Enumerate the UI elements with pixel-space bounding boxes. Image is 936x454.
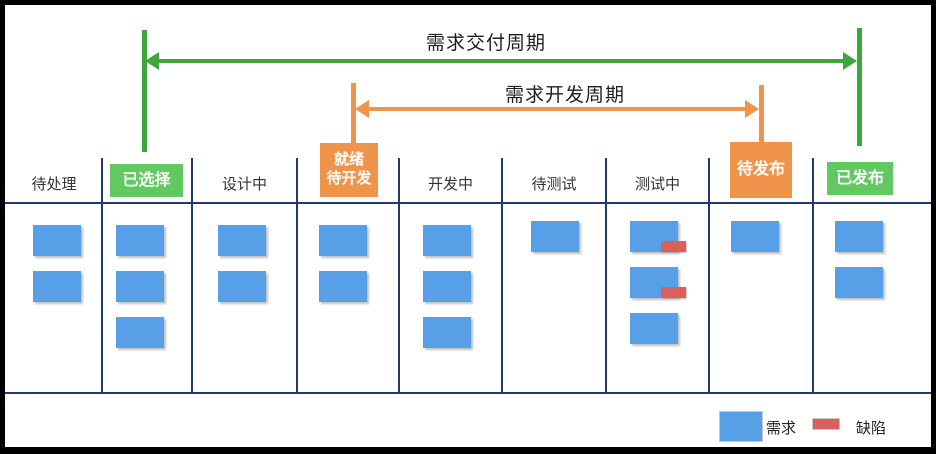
delivery-cycle-start-bar <box>142 30 147 152</box>
requirement-card <box>835 221 883 252</box>
requirement-card <box>33 225 81 256</box>
requirement-card <box>116 225 164 256</box>
requirement-card <box>630 221 686 252</box>
requirement-card <box>731 221 779 252</box>
requirement-card <box>116 317 164 348</box>
column-header-testing: 测试中 <box>634 176 680 193</box>
column-divider <box>191 158 193 394</box>
column-divider <box>605 158 607 394</box>
requirement-card <box>319 271 367 302</box>
column-cards-released <box>835 221 883 298</box>
column-cards-ready-for-dev <box>319 225 367 302</box>
column-divider <box>501 158 503 394</box>
column-cards-await-release <box>731 221 779 252</box>
dev-cycle-end-bar <box>759 85 764 142</box>
requirement-card <box>630 313 678 344</box>
arrow-right-icon <box>843 52 857 70</box>
header-underline <box>4 202 932 204</box>
requirement-card <box>116 271 164 302</box>
legend-defect-swatch <box>812 418 840 430</box>
requirement-card <box>423 317 471 348</box>
column-cards-designing <box>218 225 266 302</box>
requirement-card <box>423 271 471 302</box>
requirement-card <box>423 225 471 256</box>
column-cards-testing <box>630 221 686 344</box>
column-divider <box>296 158 298 394</box>
column-header-await-test: 待测试 <box>531 176 577 193</box>
arrow-left-icon <box>355 100 369 118</box>
column-header-developing: 开发中 <box>427 176 473 193</box>
column-cards-developing <box>423 225 471 348</box>
requirement-card <box>319 225 367 256</box>
column-cards-await-test <box>531 221 579 252</box>
legend-defect-label: 缺陷 <box>856 420 887 437</box>
requirement-card <box>33 271 81 302</box>
dev-cycle-title: 需求开发周期 <box>504 85 625 106</box>
requirement-card <box>531 221 579 252</box>
arrow-left-icon <box>145 52 159 70</box>
column-divider <box>101 158 103 394</box>
requirement-card <box>630 267 686 298</box>
column-header-selected-badge: 已选择 <box>110 164 183 197</box>
dev-cycle-arrow-line <box>368 107 748 111</box>
badge-line-2: 待开发 <box>326 170 372 187</box>
board-bottom-line <box>4 392 932 394</box>
defect-chip <box>661 287 686 298</box>
delivery-cycle-arrow-line <box>158 59 846 63</box>
column-header-pending: 待处理 <box>31 176 77 193</box>
legend-requirement-label: 需求 <box>766 420 797 437</box>
dev-cycle-start-bar <box>351 83 356 143</box>
arrow-right-icon <box>745 100 759 118</box>
badge-line-1: 就绪 <box>333 151 364 169</box>
column-divider <box>812 158 814 394</box>
delivery-cycle-title: 需求交付周期 <box>425 33 546 54</box>
column-header-ready-for-dev-badge: 就绪 待开发 <box>320 143 378 197</box>
requirement-card <box>218 225 266 256</box>
defect-chip <box>661 241 686 252</box>
legend-requirement-swatch <box>719 411 763 442</box>
requirement-card <box>218 271 266 302</box>
column-cards-selected <box>116 225 164 348</box>
column-cards-pending <box>33 225 81 302</box>
column-header-designing: 设计中 <box>221 176 267 193</box>
requirement-card <box>835 267 883 298</box>
column-header-released-badge: 已发布 <box>827 162 893 195</box>
column-divider <box>708 158 710 394</box>
delivery-cycle-end-bar <box>857 28 862 146</box>
column-header-await-release-badge: 待发布 <box>730 142 792 198</box>
column-divider <box>398 158 400 394</box>
